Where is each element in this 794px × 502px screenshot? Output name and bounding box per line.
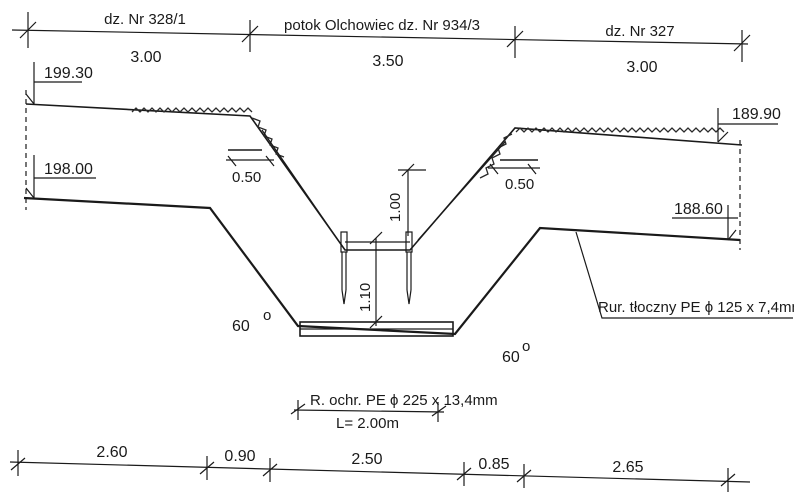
- depth-upper-label: 1.00: [387, 193, 404, 222]
- elevation-bottom-right: 188.60: [674, 201, 723, 218]
- angle-right-label: 60: [502, 349, 520, 366]
- pressure-pipe-label: Rur. tłoczny PE ϕ 125 x 7,4mm: [598, 299, 794, 316]
- offset-right-label: 0.50: [505, 176, 534, 193]
- elevation-marker-top-left: [25, 62, 82, 105]
- stake-right: [405, 231, 413, 305]
- excavation-line: [23, 196, 741, 336]
- casing-length-label: L= 2.00m: [336, 415, 399, 432]
- casing-pipe-label: R. ochr. PE ϕ 225 x 13,4mm: [310, 392, 498, 409]
- bottom-dim-3: 2.50: [351, 451, 382, 468]
- ground-hatching: [131, 107, 725, 179]
- width-middle-label: 3.50: [372, 53, 403, 70]
- elevation-marker-bottom-left: [25, 155, 96, 199]
- parcel-right-label: dz. Nr 327: [605, 23, 674, 40]
- bottom-dim-4: 0.85: [478, 456, 509, 473]
- width-left-label: 3.00: [130, 49, 161, 66]
- angle-left-degree: o: [263, 307, 271, 324]
- depth-dimension-lower: [369, 231, 383, 329]
- elevation-bottom-left: 198.00: [44, 161, 93, 178]
- depth-lower-label: 1.10: [357, 283, 374, 312]
- elevation-marker-top-right: [717, 108, 778, 143]
- depth-dimension-upper: [398, 163, 426, 236]
- elevation-marker-bottom-right: [672, 205, 738, 241]
- width-right-label: 3.00: [626, 59, 657, 76]
- pressure-pipe-leader: [575, 231, 793, 319]
- elevation-top-left: 199.30: [44, 65, 93, 82]
- top-dimension-line: [11, 12, 751, 62]
- parcel-left-label: dz. Nr 328/1: [104, 11, 186, 28]
- stream-label: potok Olchowiec dz. Nr 934/3: [284, 17, 480, 34]
- offset-marker-left: [226, 149, 275, 167]
- offset-marker-right: [488, 159, 540, 175]
- bottom-dim-5: 2.65: [612, 459, 643, 476]
- ground-surface-line: [25, 103, 743, 251]
- angle-left-label: 60: [232, 318, 250, 335]
- angle-right-degree: o: [522, 338, 530, 355]
- stream-lining: [261, 129, 506, 243]
- bottom-dimension-line: [9, 450, 751, 492]
- bottom-dim-2: 0.90: [224, 448, 255, 465]
- stake-left: [340, 231, 348, 305]
- offset-left-label: 0.50: [232, 169, 261, 186]
- bottom-dim-1: 2.60: [96, 444, 127, 461]
- elevation-top-right: 189.90: [732, 106, 781, 123]
- casing-label-leader: [290, 400, 447, 422]
